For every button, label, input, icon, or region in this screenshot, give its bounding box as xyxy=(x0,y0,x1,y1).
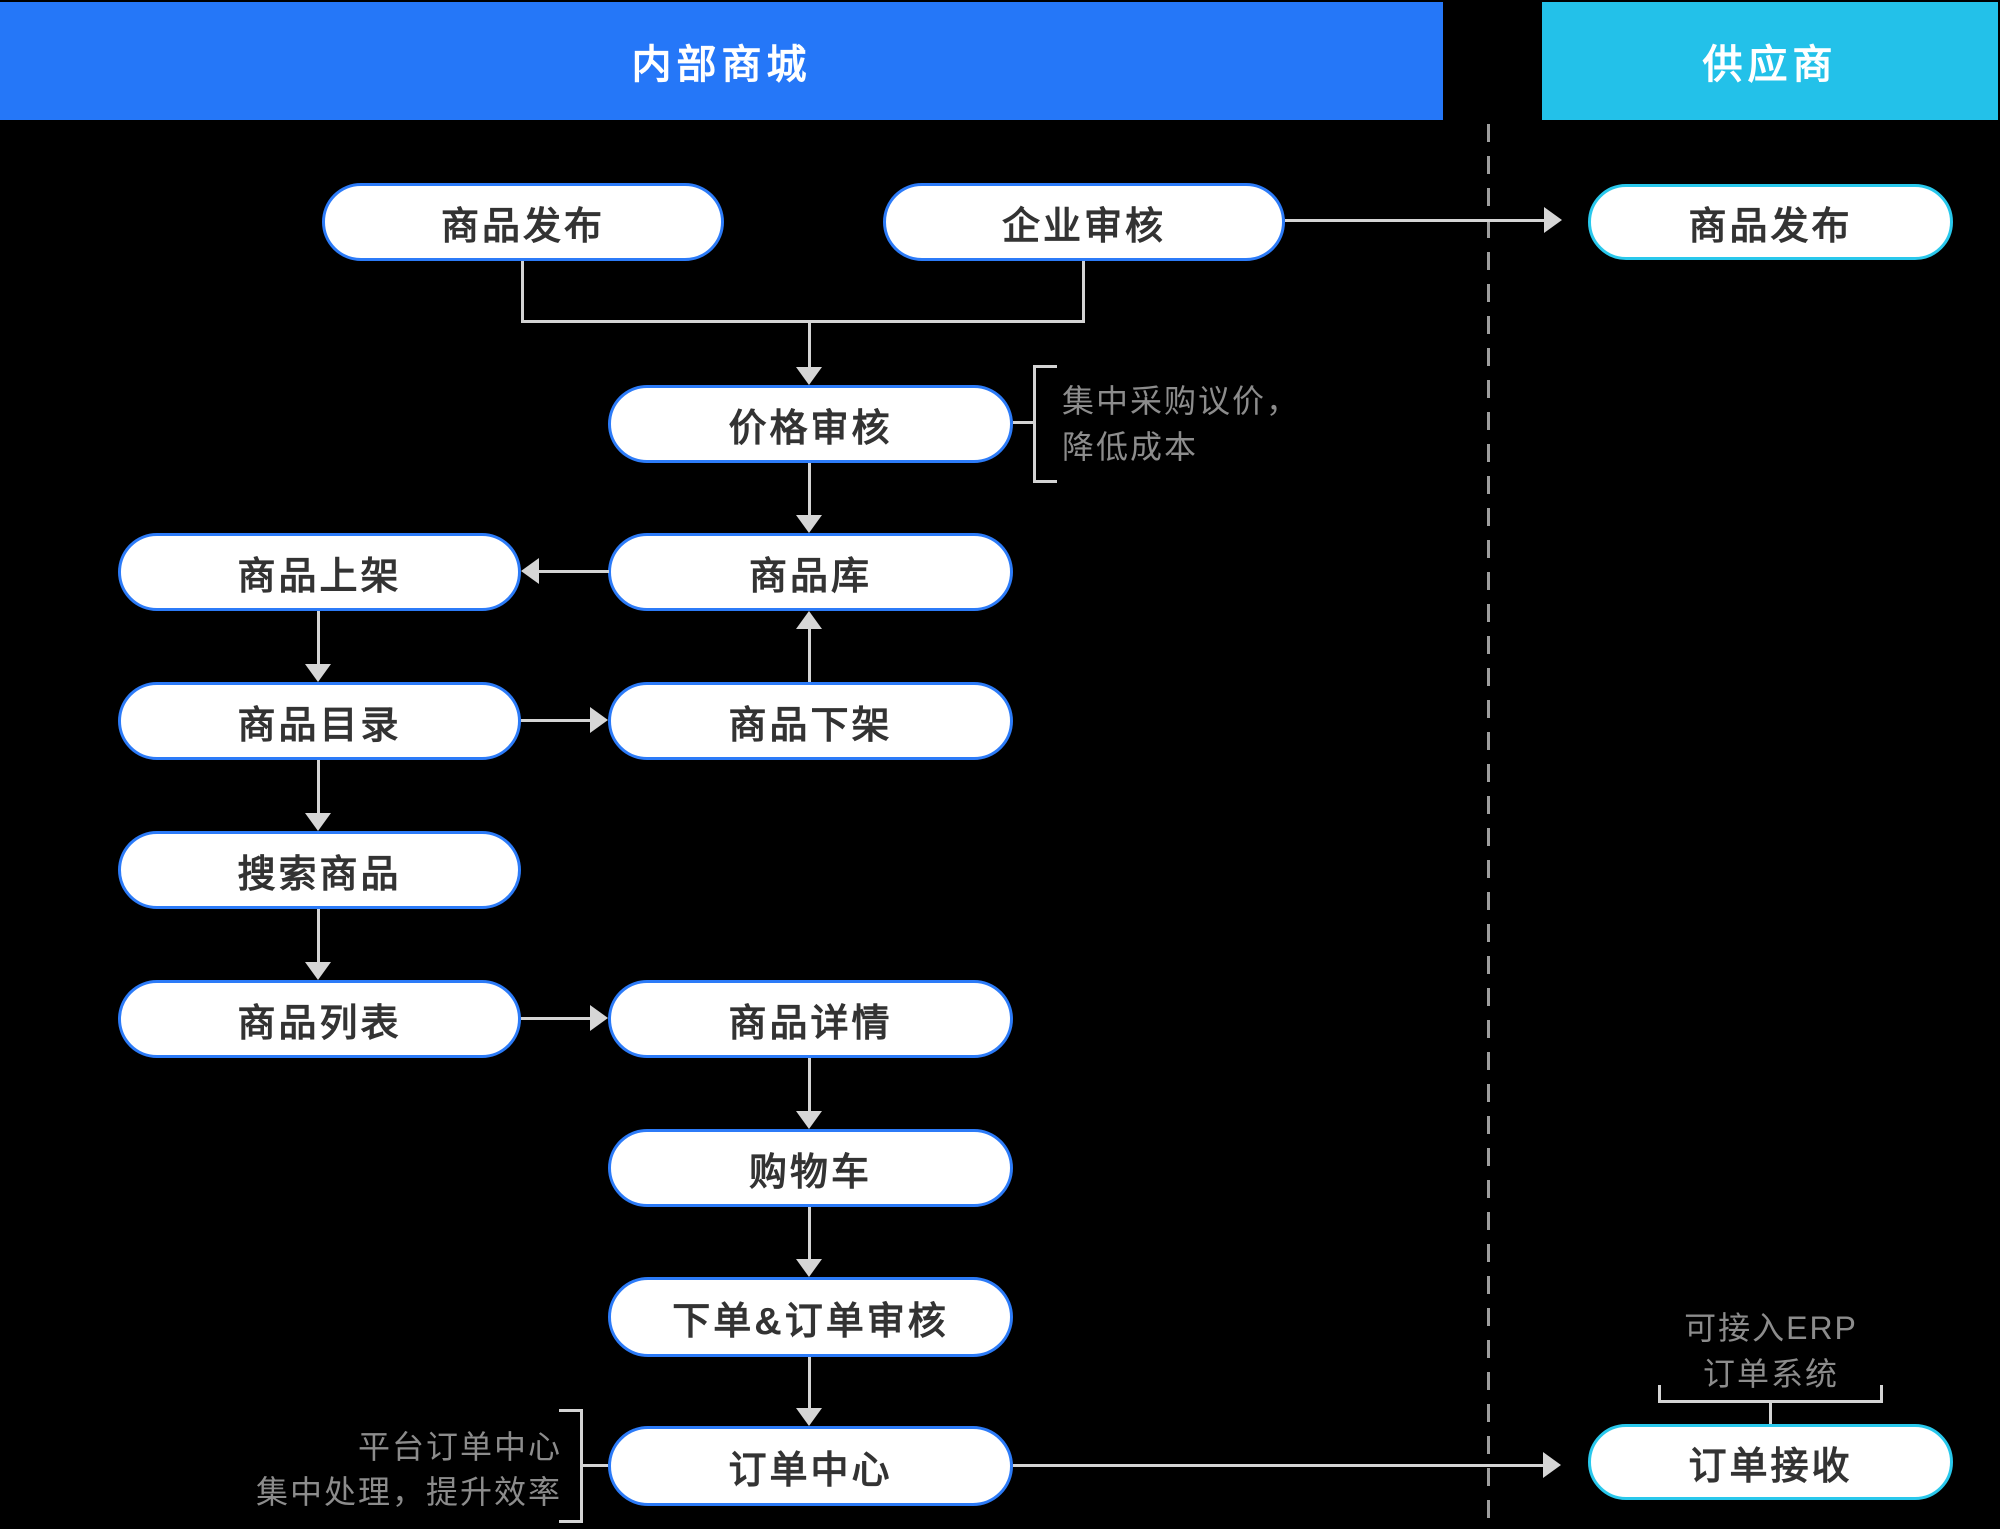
arrow-cart-to-order-line xyxy=(808,1207,811,1259)
order-center-note: 平台订单中心 集中处理，提升效率 xyxy=(160,1425,562,1515)
order-center-note-connector-line xyxy=(583,1464,608,1467)
arrow-list-to-detail-line xyxy=(521,1017,590,1020)
arrowhead-into-product-delisting xyxy=(590,707,608,733)
lane-divider-dashed-line xyxy=(1487,124,1490,1529)
erp-note-bracket xyxy=(1658,1385,1883,1403)
arrow-order-to-center-line xyxy=(808,1357,811,1408)
order-center-note-bracket xyxy=(559,1409,583,1523)
arrowhead-into-shopping-cart xyxy=(796,1111,822,1129)
arrowhead-into-order-center xyxy=(796,1408,822,1426)
order-center-note-line1: 平台订单中心 xyxy=(357,1429,562,1465)
arrow-detail-to-cart-line xyxy=(808,1058,811,1111)
erp-note-connector-line xyxy=(1769,1403,1772,1424)
arrowhead-into-product-catalog xyxy=(305,664,331,682)
order-center-note-line2: 集中处理，提升效率 xyxy=(255,1474,562,1510)
arrow-listing-to-catalog-line xyxy=(317,611,320,664)
node-product-catalog: 商品目录 xyxy=(118,682,521,760)
price-note-line2: 降低成本 xyxy=(1062,429,1199,465)
arrowhead-into-price-review xyxy=(796,367,822,385)
price-note-line1: 集中采购议价， xyxy=(1062,383,1301,419)
connector-merge-horizontal-line xyxy=(521,320,1085,323)
node-price-review: 价格审核 xyxy=(608,385,1013,463)
price-note: 集中采购议价， 降低成本 xyxy=(1062,378,1300,470)
connector-review-down-line xyxy=(1082,261,1085,322)
node-product-publish: 商品发布 xyxy=(322,183,724,261)
arrowhead-into-place-order xyxy=(796,1259,822,1277)
header-internal-mall: 内部商城 xyxy=(0,2,1443,120)
price-note-connector-line xyxy=(1013,421,1033,424)
connector-publish-down-line xyxy=(521,261,524,322)
node-product-library: 商品库 xyxy=(608,533,1013,611)
node-supplier-product-publish: 商品发布 xyxy=(1588,184,1953,260)
arrowhead-into-order-receive xyxy=(1543,1452,1561,1478)
header-supplier: 供应商 xyxy=(1542,2,1998,120)
arrow-review-to-supplier-line xyxy=(1285,219,1544,222)
node-product-listing: 商品上架 xyxy=(118,533,521,611)
node-shopping-cart: 购物车 xyxy=(608,1129,1013,1207)
arrow-catalog-to-delisting-line xyxy=(521,719,590,722)
connector-merge-drop-line xyxy=(808,320,811,368)
erp-note: 可接入ERP 订单系统 xyxy=(1620,1305,1922,1397)
arrow-center-to-receive-line xyxy=(1013,1464,1543,1467)
arrowhead-into-product-detail xyxy=(590,1005,608,1031)
node-order-center: 订单中心 xyxy=(608,1426,1013,1506)
arrowhead-into-supplier-publish xyxy=(1544,207,1562,233)
arrowhead-into-product-list xyxy=(305,962,331,980)
arrowhead-into-library-from-delisting xyxy=(796,611,822,629)
node-product-search: 搜索商品 xyxy=(118,831,521,909)
arrowhead-into-product-library xyxy=(796,515,822,533)
arrow-price-to-library-line xyxy=(808,463,811,515)
arrowhead-into-product-listing xyxy=(521,558,539,584)
node-place-order-review: 下单&订单审核 xyxy=(608,1277,1013,1357)
node-product-list: 商品列表 xyxy=(118,980,521,1058)
arrow-library-to-listing-line xyxy=(539,570,609,573)
node-order-receive: 订单接收 xyxy=(1588,1424,1953,1500)
arrow-delisting-to-library-line xyxy=(808,629,811,682)
price-note-bracket xyxy=(1033,365,1057,483)
node-product-detail: 商品详情 xyxy=(608,980,1013,1058)
node-product-delisting: 商品下架 xyxy=(608,682,1013,760)
arrow-search-to-list-line xyxy=(317,909,320,962)
arrow-catalog-to-search-line xyxy=(317,760,320,813)
erp-note-line1: 可接入ERP xyxy=(1684,1310,1858,1346)
arrowhead-into-product-search xyxy=(305,813,331,831)
erp-note-line2: 订单系统 xyxy=(1702,1356,1839,1392)
node-enterprise-review: 企业审核 xyxy=(883,183,1285,261)
